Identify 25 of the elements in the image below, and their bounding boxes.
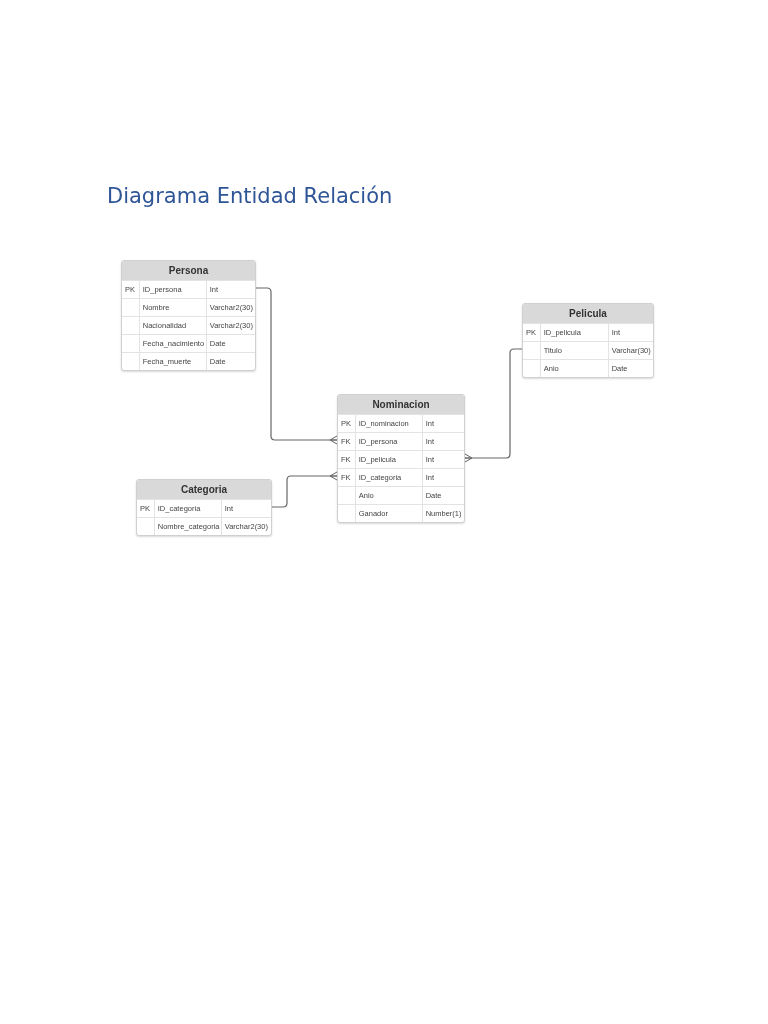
table-header: Pelicula: [523, 304, 653, 323]
attribute-row: [338, 468, 464, 486]
attribute-row: [122, 334, 255, 352]
table-header: Categoria: [137, 480, 271, 499]
table-header: Nominacion: [338, 395, 464, 414]
attribute-row: [122, 352, 255, 370]
attribute-row: [122, 298, 255, 316]
diagram-title: Diagrama Entidad Relación: [107, 183, 393, 210]
attribute-row: [338, 486, 464, 504]
attribute-row: [137, 499, 271, 517]
entity-table: [136, 479, 272, 536]
entity-table: [121, 260, 256, 371]
attribute-row: [523, 341, 653, 359]
entity-table: [337, 394, 465, 523]
attribute-row: [122, 280, 255, 298]
attribute-row: [122, 316, 255, 334]
attribute-row: [523, 323, 653, 341]
entity-table: [522, 303, 654, 378]
attribute-row: [523, 359, 653, 377]
attribute-row: [338, 414, 464, 432]
table-header: Persona: [122, 261, 255, 280]
attribute-row: [338, 432, 464, 450]
attribute-row: [137, 517, 271, 535]
attribute-row: [338, 504, 464, 522]
attribute-row: [338, 450, 464, 468]
